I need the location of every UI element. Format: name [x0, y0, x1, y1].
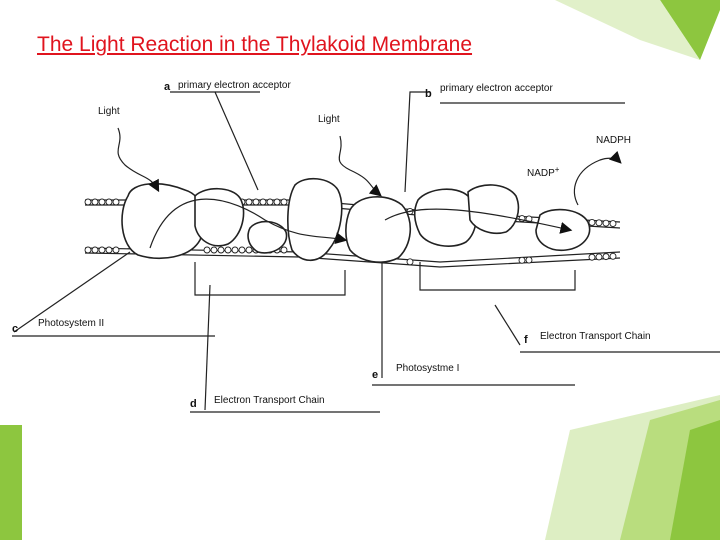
lipid-head — [266, 198, 274, 206]
light-label-right: Light — [318, 114, 340, 125]
lipid-head — [84, 198, 92, 206]
nadp-to-nadph-arrow — [573, 150, 622, 206]
label-f-letter: f — [524, 334, 528, 346]
lipid-head — [588, 253, 596, 261]
lipid-head — [259, 198, 267, 206]
nadp-label-base: NADP — [527, 168, 555, 179]
nadp-reductase-lobe — [535, 208, 591, 252]
nadp-label: NADP+ — [527, 165, 560, 179]
leader-lines — [12, 91, 720, 413]
top-right-accent-dark — [660, 0, 720, 60]
lipid-head — [231, 246, 239, 254]
lipid-head — [84, 246, 92, 254]
lipid-head — [217, 246, 225, 254]
label-b-letter: b — [425, 88, 432, 100]
electron-flow-arrow — [149, 198, 348, 249]
bottom-right-accent-dark — [670, 420, 720, 540]
lipid-head — [602, 219, 610, 227]
lipid-head — [203, 246, 211, 254]
lipid-head — [273, 198, 281, 206]
lipid-head — [245, 198, 253, 206]
lipid-head — [112, 198, 120, 206]
lipid-head — [406, 258, 414, 266]
lipid-head — [245, 246, 253, 254]
lipid-head — [91, 246, 99, 254]
electron-flow-arrow-2 — [384, 208, 573, 234]
lipid-head — [105, 246, 113, 254]
label-d-letter: d — [190, 398, 197, 410]
ferredoxin-complex — [414, 188, 477, 247]
label-c-letter: c — [12, 323, 18, 335]
label-a-letter: a — [164, 81, 171, 93]
label-a-text: primary electron acceptor — [178, 80, 291, 91]
lipid-head — [98, 198, 106, 206]
lipid-head — [609, 252, 617, 260]
lipid-head — [112, 246, 120, 254]
central-complex — [287, 177, 343, 262]
lipid-head — [280, 198, 288, 206]
lipid-head — [280, 246, 288, 254]
top-right-accent-light — [555, 0, 700, 60]
lipid-head — [105, 198, 113, 206]
lipid-head — [595, 219, 603, 227]
lipid-head — [210, 246, 218, 254]
lipid-head — [609, 220, 617, 228]
lipid-head — [91, 198, 99, 206]
light-arrow-right — [338, 135, 382, 197]
lipid-head — [224, 246, 232, 254]
label-e-letter: e — [372, 369, 378, 381]
photosystem-i-complex — [345, 195, 412, 263]
label-f-text: Electron Transport Chain — [540, 331, 651, 342]
lipid-head — [252, 198, 260, 206]
lipid-head — [98, 246, 106, 254]
light-label-left: Light — [98, 106, 120, 117]
light-arrow-left — [117, 127, 160, 193]
label-d-text: Electron Transport Chain — [214, 395, 325, 406]
label-e-text: Photosystme I — [396, 363, 459, 374]
label-b-text: primary electron acceptor — [440, 83, 553, 94]
nadp-reductase-complex — [467, 184, 520, 235]
nadph-label: NADPH — [596, 135, 631, 146]
left-accent-bar — [0, 425, 22, 540]
cytochrome-complex — [194, 187, 245, 247]
lipid-head — [518, 256, 526, 264]
lipid-head — [595, 253, 603, 261]
lipid-head — [588, 218, 596, 226]
lipid-head — [602, 253, 610, 261]
nadp-label-sup: + — [555, 165, 560, 174]
lipid-head — [238, 246, 246, 254]
plastoquinone-blob — [247, 220, 288, 254]
slide-title: The Light Reaction in the Thylakoid Memb… — [37, 33, 473, 56]
lipid-head — [525, 256, 533, 264]
label-c-text: Photosystem II — [38, 318, 104, 329]
